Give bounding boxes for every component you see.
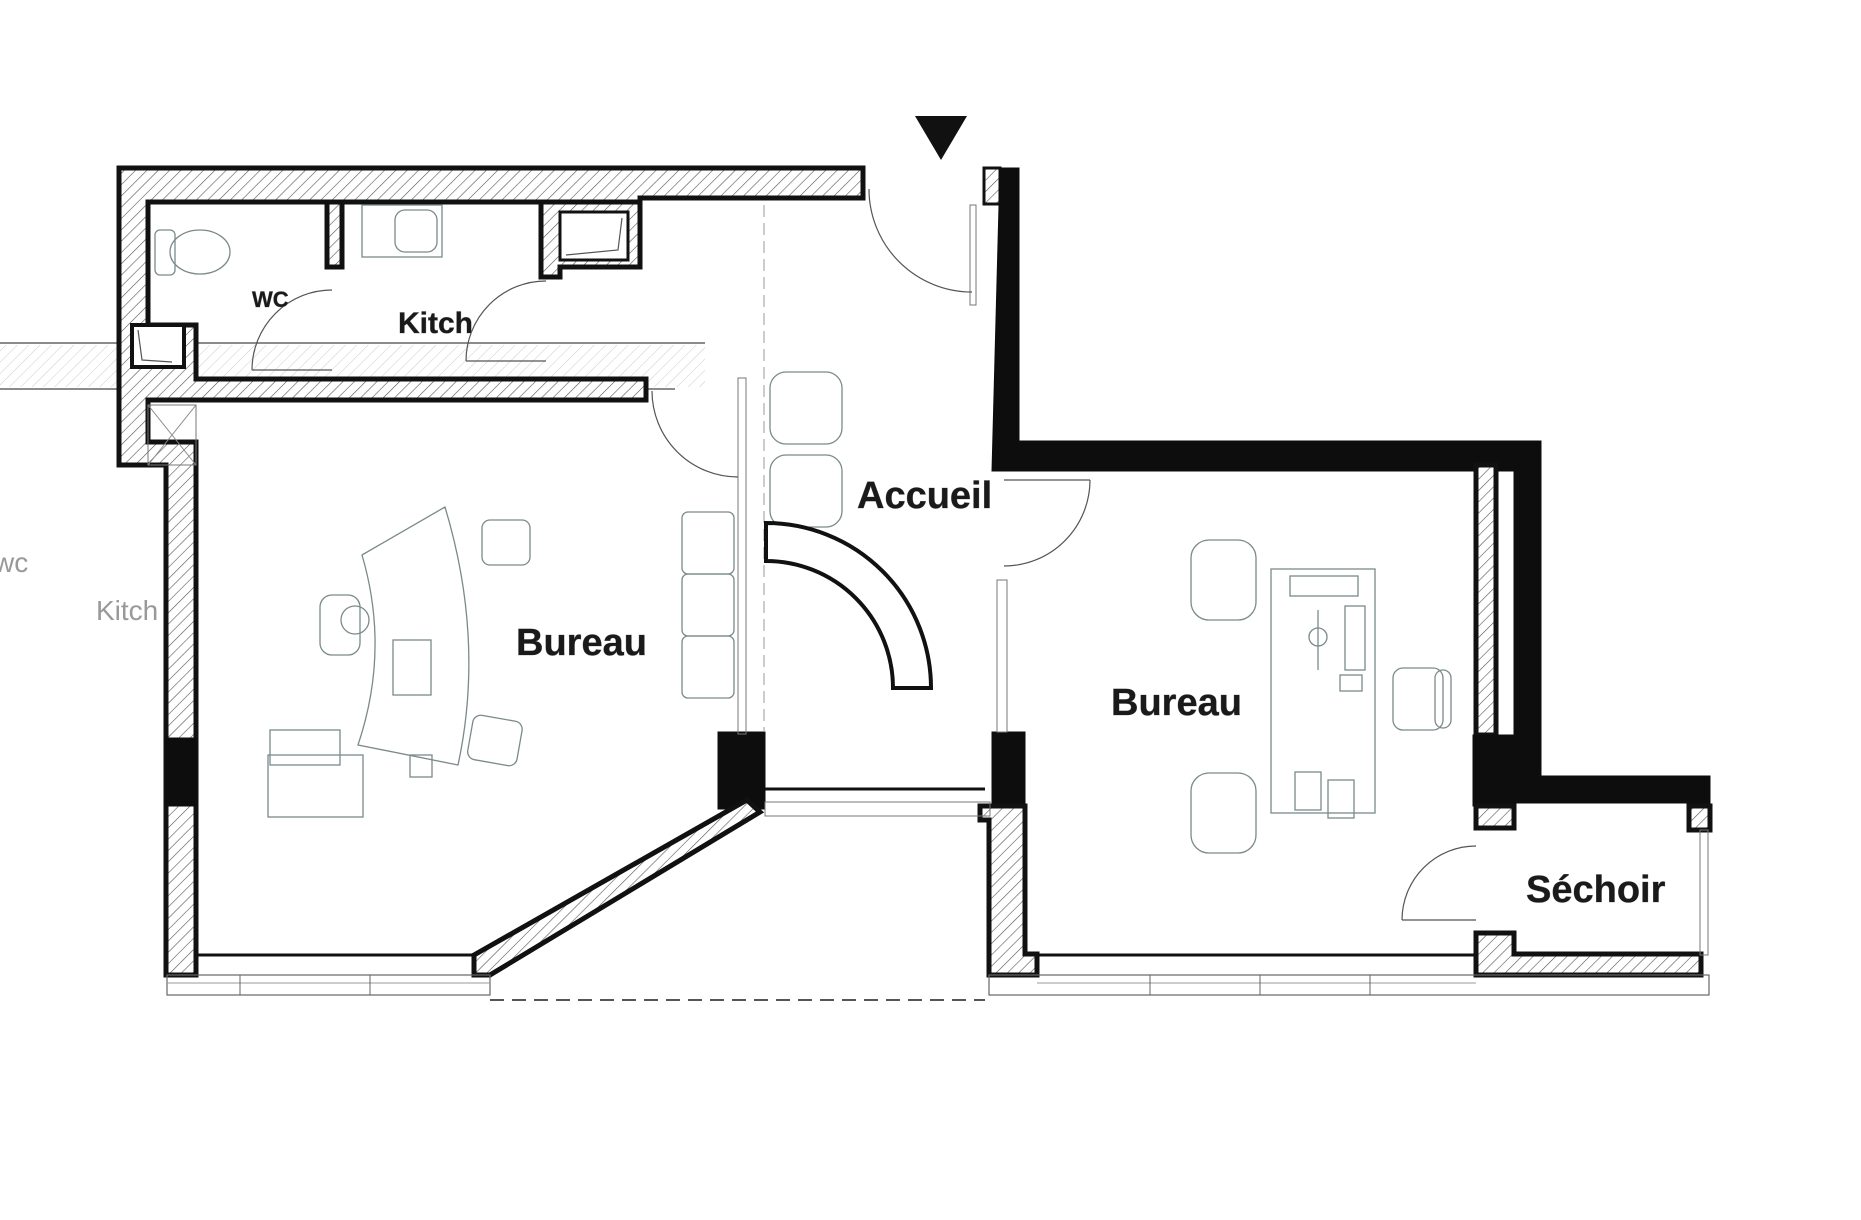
room-label-bureau-right: Bureau bbox=[1111, 682, 1242, 724]
walls-left-block bbox=[116, 165, 866, 978]
doors bbox=[251, 188, 1477, 921]
entrance-triangle-icon bbox=[915, 116, 967, 160]
room-label-wc: WC bbox=[252, 287, 289, 312]
walls-right-block bbox=[977, 166, 1713, 978]
ghost-label-wc: wc bbox=[0, 547, 28, 578]
room-label-bureau-left: Bureau bbox=[516, 622, 647, 664]
room-labels: WC Kitch Bureau Accueil Bureau Séchoir bbox=[252, 287, 1666, 912]
furniture bbox=[154, 204, 1452, 854]
windows bbox=[166, 204, 1710, 1001]
room-label-sechoir: Séchoir bbox=[1526, 869, 1666, 911]
room-label-accueil: Accueil bbox=[857, 475, 992, 517]
room-label-kitchen: Kitch bbox=[398, 307, 473, 340]
ghost-label-kitch: Kitch bbox=[96, 595, 158, 626]
